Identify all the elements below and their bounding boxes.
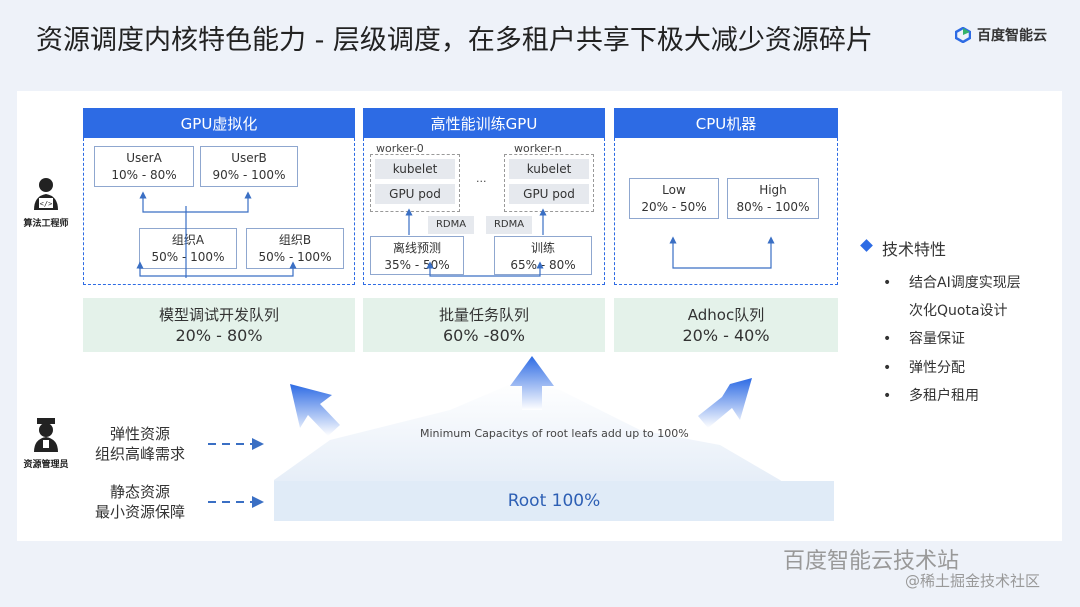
side-line: 静态资源	[109, 483, 170, 501]
node-range: 50% - 100%	[258, 250, 332, 264]
feature-text: 结合AI调度实现层	[909, 275, 1021, 291]
elastic-resource-label: 弹性资源 组织高峰需求	[85, 424, 195, 464]
queue-range: 20% - 40%	[682, 326, 770, 345]
node-name: 组织A	[171, 233, 205, 247]
queue-dev-debug: 模型调试开发队列 20% - 80%	[83, 298, 355, 352]
logo-text: 百度智能云	[977, 28, 1047, 44]
rdma-box-2: RDMA	[486, 216, 532, 234]
features-title: 技术特性	[882, 240, 947, 259]
feature-text: 多租户租用	[909, 388, 979, 404]
worker-0-label: worker-0	[376, 142, 424, 155]
worker-0-box: kubelet GPU pod	[370, 154, 460, 212]
worker-n-box: kubelet GPU pod	[504, 154, 594, 212]
rdma-box-1: RDMA	[428, 216, 474, 234]
user-b-node: UserB 90% - 100%	[200, 146, 298, 187]
node-range: 90% - 100%	[212, 168, 286, 182]
connector-line	[186, 261, 297, 277]
side-line: 最小资源保障	[94, 503, 185, 521]
feature-text: 弹性分配	[909, 360, 965, 376]
engineer-icon: </>	[34, 178, 58, 210]
static-resource-label: 静态资源 最小资源保障	[85, 482, 195, 522]
connector-line	[669, 236, 717, 269]
feature-item-cont: 次化Quota设计	[883, 300, 1008, 320]
queue-adhoc: Adhoc队列 20% - 40%	[614, 298, 838, 352]
root-bar: Root 100%	[274, 481, 834, 521]
queue-range: 60% -80%	[443, 326, 525, 345]
connector-line	[139, 191, 187, 236]
node-range: 50% - 100%	[151, 250, 225, 264]
connector-line	[136, 261, 186, 277]
watermark-source: @稀土掘金技术社区	[905, 572, 1041, 590]
node-range: 80% - 100%	[736, 200, 810, 214]
node-range: 10% - 80%	[111, 168, 177, 182]
section-header: GPU虚拟化	[83, 108, 355, 138]
svg-text:</>: </>	[40, 200, 53, 208]
connector-line	[426, 261, 484, 277]
section-gpu-virtualization: GPU虚拟化 UserA 10% - 80% UserB 90% - 100% …	[83, 108, 355, 285]
feature-item: •多租户租用	[883, 388, 979, 404]
cloud-logo-icon	[955, 27, 971, 43]
gpu-pod-box: GPU pod	[509, 184, 589, 204]
connector-line	[484, 261, 544, 277]
low-node: Low 20% - 50%	[629, 178, 719, 219]
node-range: 20% - 50%	[641, 200, 707, 214]
connector-line	[717, 236, 775, 269]
kubelet-box: kubelet	[375, 159, 455, 179]
queue-name: 模型调试开发队列	[158, 306, 279, 324]
node-name: 组织B	[278, 233, 312, 247]
section-body: UserA 10% - 80% UserB 90% - 100% 组织A 50%…	[83, 138, 355, 285]
node-name: High	[759, 183, 787, 197]
big-arrow-right	[698, 378, 752, 428]
feature-text: 容量保证	[909, 331, 965, 347]
section-header: 高性能训练GPU	[363, 108, 605, 138]
section-body: Low 20% - 50% High 80% - 100%	[614, 138, 838, 285]
node-name: UserB	[231, 151, 267, 165]
node-name: Low	[662, 183, 686, 197]
node-name: 离线预测	[392, 241, 441, 255]
feature-item: •结合AI调度实现层	[883, 275, 1021, 291]
watermark-channel: 百度智能云技术站	[783, 549, 960, 574]
node-name: UserA	[126, 151, 162, 165]
queue-range: 20% - 80%	[175, 326, 263, 345]
node-name: 训练	[530, 241, 555, 255]
admin-icon	[34, 418, 58, 452]
user-a-node: UserA 10% - 80%	[94, 146, 194, 187]
feature-item: •弹性分配	[883, 360, 965, 376]
high-node: High 80% - 100%	[727, 178, 819, 219]
feature-text: 次化Quota设计	[909, 303, 1008, 319]
connector-line	[186, 191, 252, 213]
feature-item: •容量保证	[883, 331, 965, 347]
brand-logo: 百度智能云	[955, 25, 1047, 45]
queue-name: Adhoc队列	[687, 306, 765, 324]
big-arrow-center	[510, 356, 554, 410]
ellipsis: ...	[476, 172, 487, 185]
section-cpu-machines: CPU机器 Low 20% - 50% High 80% - 100%	[614, 108, 838, 285]
section-header: CPU机器	[614, 108, 838, 138]
side-line: 组织高峰需求	[94, 445, 185, 463]
role-admin: 资源管理员	[23, 460, 69, 470]
org-a-node: 组织A 50% - 100%	[139, 228, 237, 269]
queue-batch: 批量任务队列 60% -80%	[363, 298, 605, 352]
gpu-pod-box: GPU pod	[375, 184, 455, 204]
side-line: 弹性资源	[109, 425, 170, 443]
worker-n-label: worker-n	[514, 142, 562, 155]
queue-name: 批量任务队列	[438, 306, 529, 324]
role-engineer: 算法工程师	[23, 219, 69, 229]
big-arrow-left	[290, 384, 340, 436]
min-capacity-note: Minimum Capacitys of root leafs add up t…	[420, 427, 689, 440]
kubelet-box: kubelet	[509, 159, 589, 179]
page-title: 资源调度内核特色能力 - 层级调度，在多租户共享下极大减少资源碎片	[36, 25, 873, 56]
